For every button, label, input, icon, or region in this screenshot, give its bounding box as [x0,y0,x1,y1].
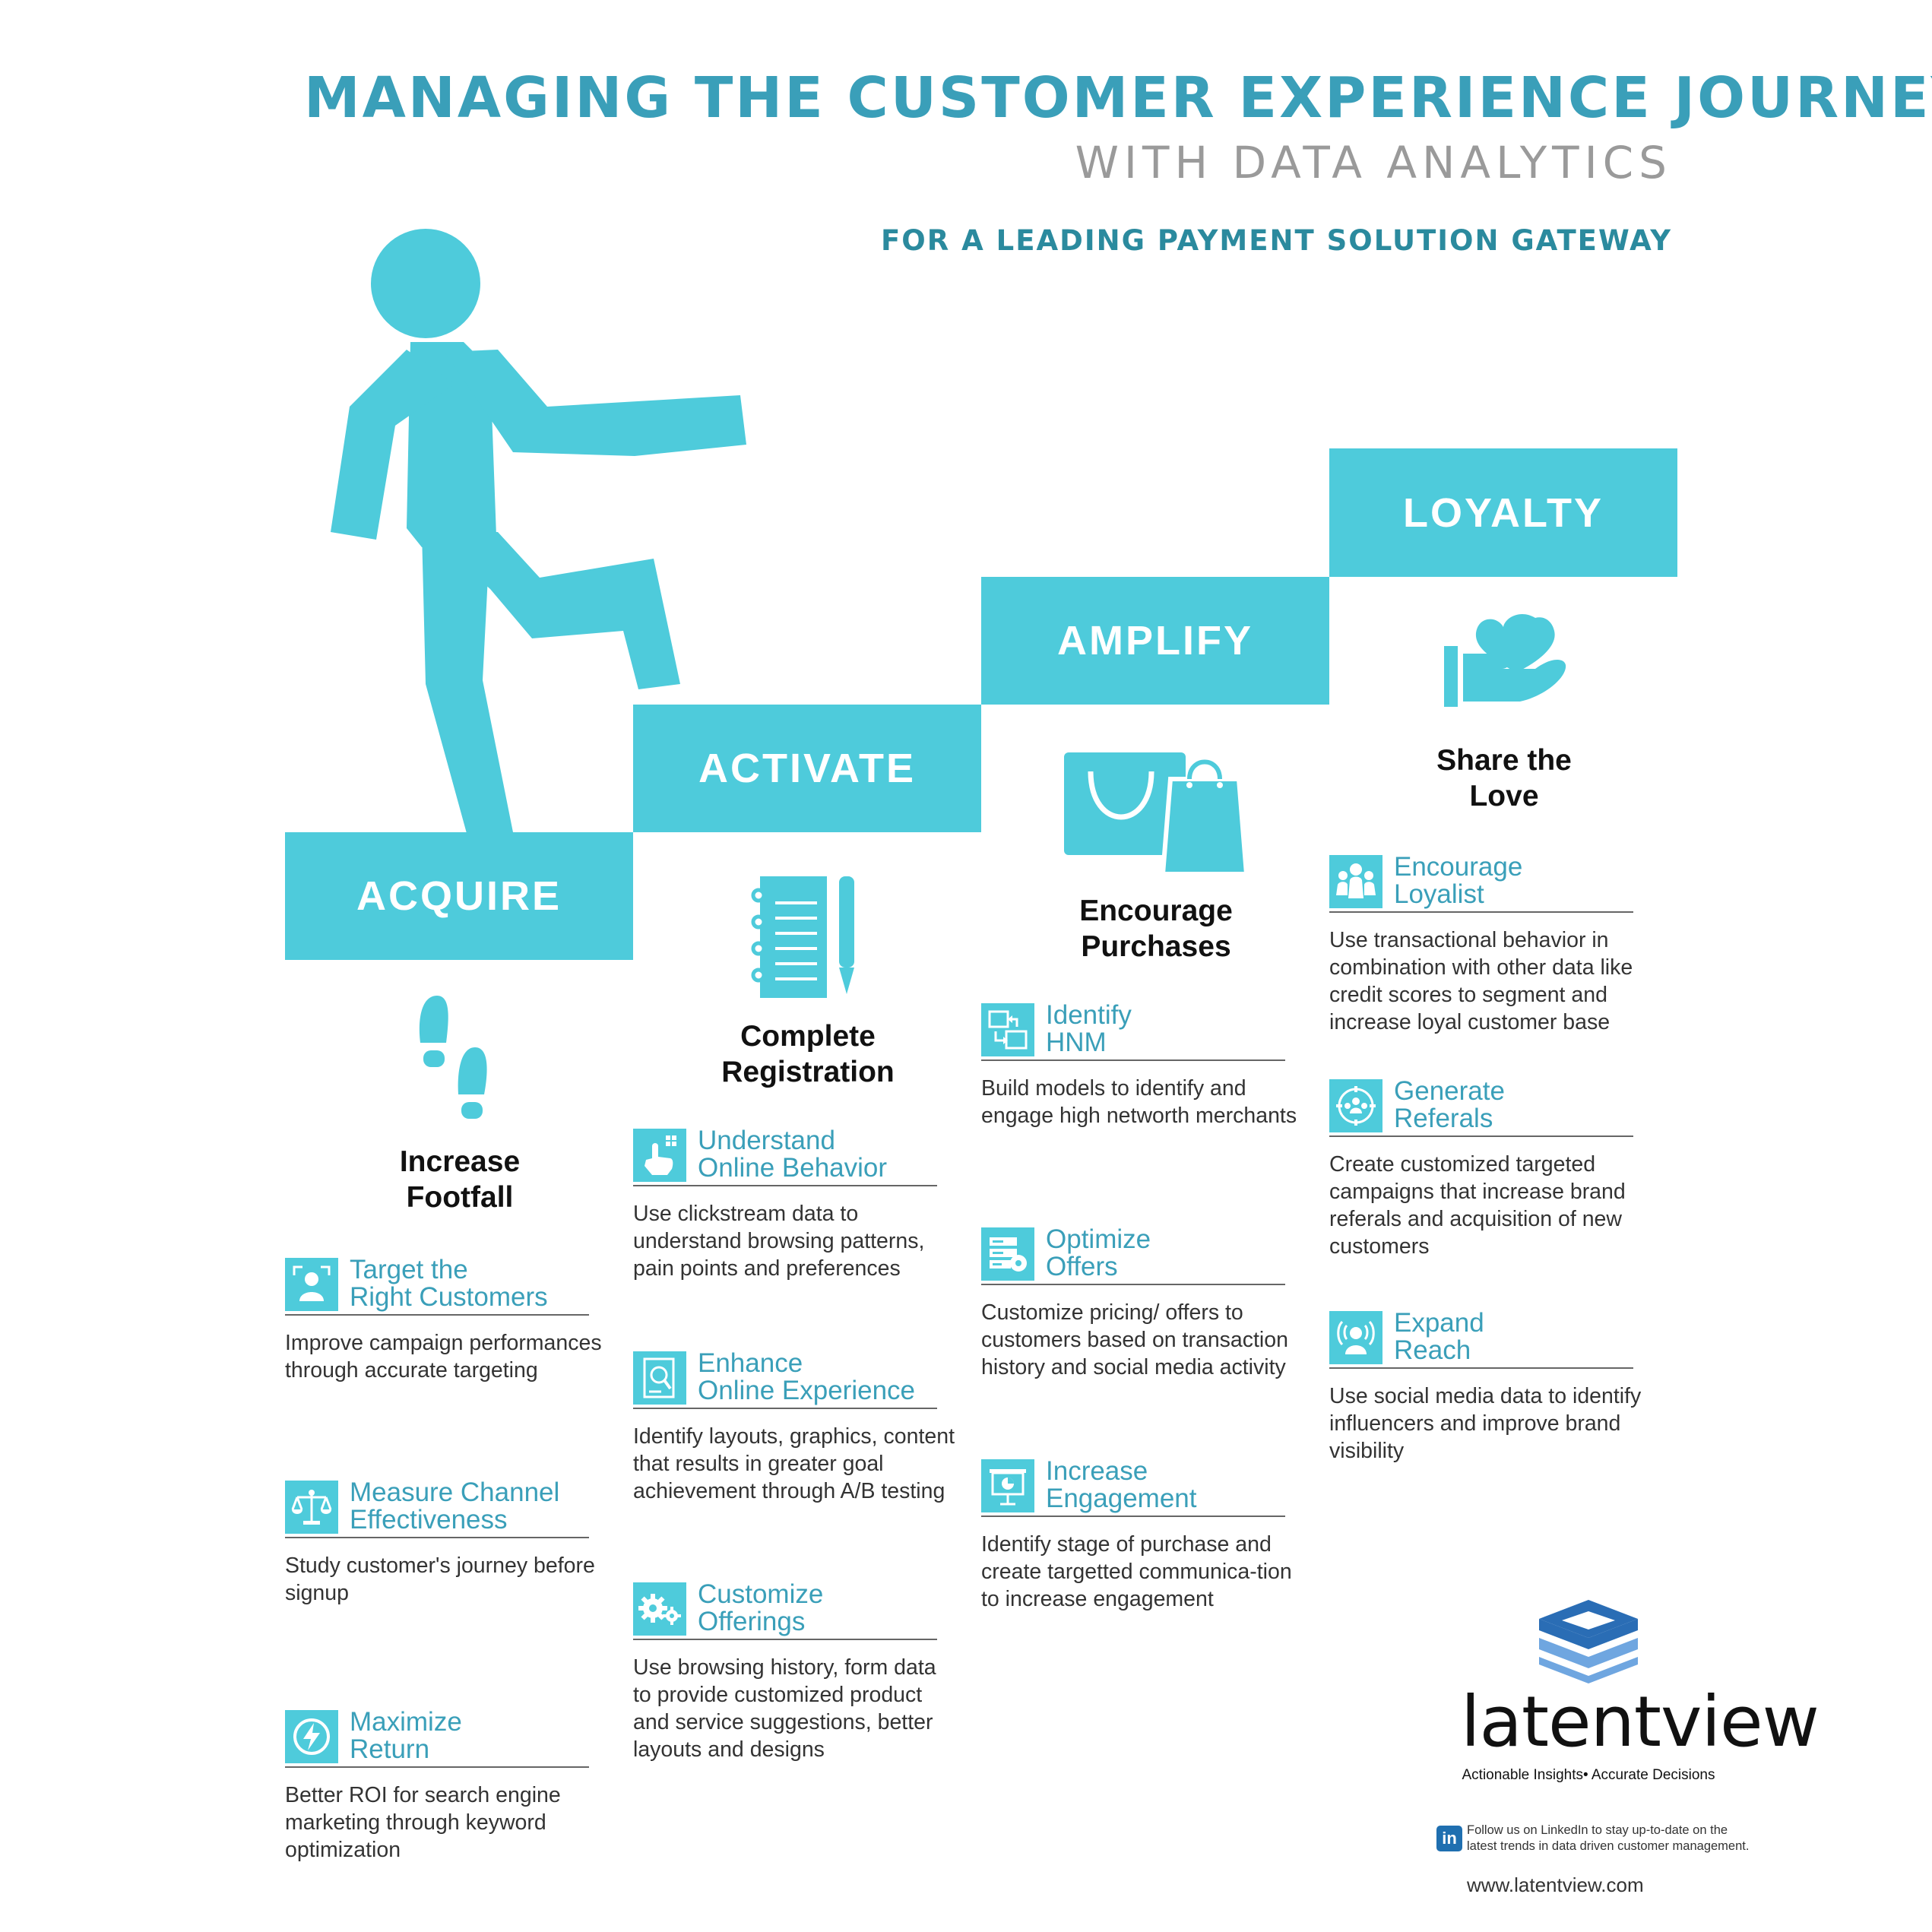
item-title-line: Enhance [698,1348,803,1378]
follow-line: latest trends in data driven customer ma… [1467,1839,1750,1853]
step-label: AMPLIFY [1057,618,1253,664]
item-title-line: Increase [1046,1456,1148,1486]
stage-label-loyalty: Share the Love [1344,743,1664,814]
item-description: Use social media data to identify influe… [1329,1384,1642,1463]
balance-scale-icon [285,1481,338,1534]
item-title-line: Online Behavior [698,1153,888,1183]
shopping-bags-icon [1064,752,1249,876]
item-description: Customize pricing/ offers to customers b… [981,1300,1288,1379]
stage-label-line: Love [1469,780,1539,812]
item-title-line: Engagement [1046,1484,1197,1513]
walking-person-icon [331,229,746,836]
item-title-line: Return [350,1734,430,1764]
page-subtitle: WITH DATA ANALYTICS [1075,137,1672,188]
linkedin-icon[interactable]: in [1436,1826,1462,1851]
lightning-icon [285,1710,338,1763]
stage-label-line: Footfall [406,1181,514,1214]
item-title-line: Expand [1394,1308,1484,1338]
item-title-line: Maximize [350,1707,462,1737]
page-search-icon [633,1351,686,1405]
step-label: LOYALTY [1402,489,1604,536]
item-title-line: Target the [350,1255,468,1284]
item-title-line: HNM [1046,1028,1107,1057]
item-title-line: Referals [1394,1104,1493,1133]
step-label: ACTIVATE [698,746,916,791]
item-title-line: Customize [698,1579,824,1609]
group-icon [1329,855,1382,908]
item-title-line: Offerings [698,1607,806,1636]
item-description: Use transactional behavior in combinatio… [1329,928,1633,1034]
logo-wordmark: latentview [1461,1681,1820,1763]
step-acquire: ACQUIRE [285,832,633,960]
item-description: Use clickstream data to understand brows… [633,1202,925,1281]
linkedin-follow-text: Follow us on LinkedIn to stay up-to-date… [1467,1823,1816,1854]
item-description: Create customized targeted campaigns tha… [1329,1152,1626,1259]
item-title-line: Identify [1046,1000,1132,1030]
referral-network-icon [1329,1079,1382,1132]
item-title-line: Measure Channel [350,1478,560,1507]
stage-label-line: Complete [740,1020,876,1053]
target-user-icon [285,1258,338,1311]
item-description: Improve campaign performances through ac… [285,1331,602,1382]
presentation-icon [981,1459,1034,1512]
item-description: Build models to identify and engage high… [981,1076,1297,1128]
step-amplify: AMPLIFY [981,577,1329,705]
item-title-line: Encourage [1394,852,1523,882]
page-tagline: FOR A LEADING PAYMENT SOLUTION GATEWAY [881,224,1672,257]
item-description: Better ROI for search engine marketing t… [285,1783,561,1862]
stage-label-line: Increase [399,1145,521,1178]
latentview-logo-icon [1539,1600,1638,1683]
server-gear-icon [981,1227,1034,1281]
stage-label-acquire: Increase Footfall [300,1144,619,1215]
item-title-line: Reach [1394,1335,1471,1365]
follow-line: Follow us on LinkedIn to stay up-to-date… [1467,1823,1728,1837]
stage-label-activate: Complete Registration [648,1018,968,1090]
website-link[interactable]: www.latentview.com [1467,1873,1644,1896]
item-title-line: Optimize [1046,1224,1151,1254]
stage-label-line: Encourage [1079,895,1233,927]
item-description: Study customer's journey before signup [285,1554,595,1605]
hand-heart-icon [1444,614,1566,707]
item-title-line: Understand [698,1126,835,1155]
item-title-line: Right Customers [350,1282,548,1312]
stage-label-line: Share the [1436,744,1572,777]
item-title-line: Offers [1046,1252,1118,1281]
item-description: Identify layouts, graphics, content that… [633,1424,955,1503]
item-title-line: Loyalist [1394,879,1484,909]
broadcast-user-icon [1329,1311,1382,1364]
item-description: Identify stage of purchase and create ta… [981,1532,1292,1611]
hand-pointer-icon [633,1129,686,1182]
notebook-pen-icon [751,876,854,998]
stage-label-line: Purchases [1081,930,1231,963]
step-loyalty: LOYALTY [1329,448,1677,577]
step-activate: ACTIVATE [633,705,981,832]
exchange-icon [981,1003,1034,1056]
item-description: Use browsing history, form data to provi… [633,1655,936,1762]
page-title: MANAGING THE CUSTOMER EXPERIENCE JOURNEY [304,65,1932,131]
item-title-line: Effectiveness [350,1505,508,1535]
item-title-line: Generate [1394,1076,1505,1106]
gears-icon [633,1582,686,1636]
step-label: ACQUIRE [356,873,562,919]
stage-label-line: Registration [721,1056,895,1088]
item-title-line: Online Experience [698,1376,915,1405]
stage-label-amplify: Encourage Purchases [996,893,1316,964]
footprints-icon [419,996,487,1119]
logo-tagline: Actionable Insights• Accurate Decisions [1462,1767,1715,1783]
